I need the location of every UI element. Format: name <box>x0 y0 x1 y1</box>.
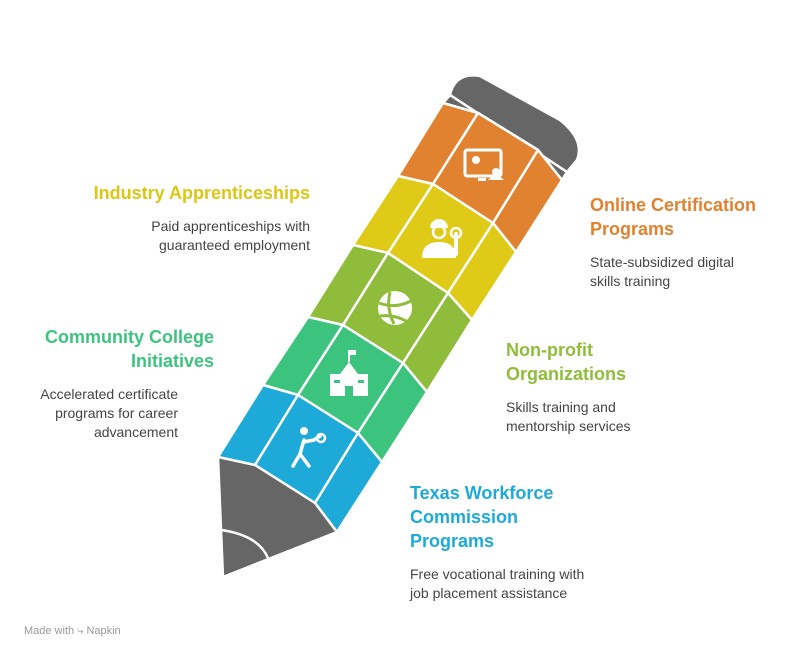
globe-network-icon <box>378 291 412 325</box>
item-title: Community College Initiatives <box>44 327 214 371</box>
label-online-certification: Online Certification Programs State-subs… <box>590 193 780 291</box>
worker-wrench-icon <box>422 219 463 258</box>
item-title: Non-profit Organizations <box>506 340 627 384</box>
made-with-text: Made with <box>24 625 75 637</box>
school-building-icon <box>330 350 368 396</box>
pencil-eraser <box>448 74 581 174</box>
napkin-logo-icon: ⤷ <box>77 625 84 637</box>
item-title: Industry Apprenticeships <box>93 183 310 203</box>
footer-attribution[interactable]: Made with ⤷ Napkin <box>24 625 121 638</box>
label-texas-workforce: Texas Workforce Commission Programs Free… <box>410 481 600 603</box>
item-description: Paid apprenticeships with guaranteed emp… <box>151 218 310 253</box>
napkin-brand: Napkin <box>86 625 121 637</box>
person-exercise-icon <box>291 427 327 468</box>
label-non-profit: Non-profit Organizations Skills training… <box>506 338 646 436</box>
item-description: Free vocational training with job placem… <box>410 566 585 601</box>
pencil-tip-arc <box>220 528 270 559</box>
pencil-tip <box>216 455 339 579</box>
item-title: Online Certification Programs <box>590 195 757 239</box>
item-description: Accelerated certificate programs for car… <box>40 386 178 440</box>
online-training-icon <box>463 148 504 181</box>
label-community-college: Community College Initiatives Accelerate… <box>14 325 214 442</box>
item-description: State-subsidized digital skills training <box>590 254 734 289</box>
item-title: Texas Workforce Commission Programs <box>410 483 554 551</box>
label-industry-apprenticeships: Industry Apprenticeships Paid apprentice… <box>94 181 310 255</box>
item-description: Skills training and mentorship services <box>506 399 631 434</box>
